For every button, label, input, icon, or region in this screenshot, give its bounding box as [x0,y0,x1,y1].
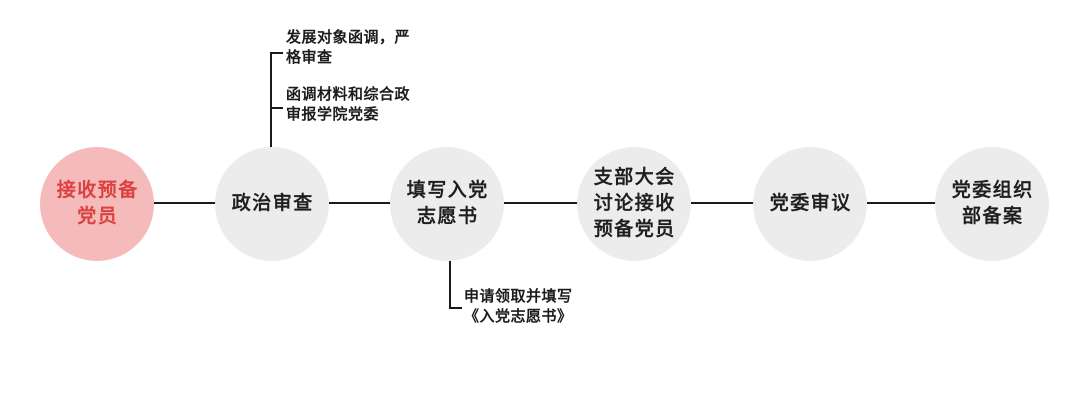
node-org-dept-filing: 党委组织 部备案 [935,147,1049,261]
annotation-bottom-1: 申请领取并填写 《入党志愿书》 [464,287,573,327]
annotation-line: 审报学院党委 [286,107,380,123]
node-label-line: 讨论接收 [593,193,676,214]
node-label-line: 志愿书 [416,206,479,227]
top-annotation-vertical-line [270,52,272,148]
bottom-annotation-vertical-line [449,261,451,309]
connector-node4-node5 [691,202,754,204]
node-receive-probationary-member: 接收预备 党员 [40,147,154,261]
node-branch-meeting-discussion: 支部大会 讨论接收 预备党员 [577,147,691,261]
node-label-line: 党委组织 [951,180,1034,201]
connector-node3-node4 [504,202,578,204]
annotation-top-2: 函调材料和综合政 审报学院党委 [286,85,410,125]
connector-node5-node6 [867,202,936,204]
top-annotation-tick-2 [270,107,283,109]
annotation-line: 申请领取并填写 [464,289,573,305]
connector-node2-node3 [329,202,391,204]
annotation-line: 格审查 [286,50,333,66]
node-label-line: 接收预备 [56,180,139,201]
annotation-line: 发展对象函调，严 [286,30,411,46]
bottom-annotation-tick [449,307,462,309]
annotation-line: 函调材料和综合政 [286,87,411,103]
node-label-line: 填写入党 [406,180,489,201]
node-label-line: 政治审查 [231,193,314,214]
node-label-line: 党委审议 [769,193,852,214]
node-label-line: 支部大会 [593,167,676,188]
annotation-line: 《入党志愿书》 [464,309,573,325]
node-party-committee-review: 党委审议 [753,147,867,261]
node-fill-application-form: 填写入党 志愿书 [390,147,504,261]
node-label-line: 预备党员 [593,219,676,240]
node-political-review: 政治审查 [215,147,329,261]
connector-node1-node2 [154,202,216,204]
node-label-line: 部备案 [961,206,1024,227]
top-annotation-tick-1 [270,52,283,54]
node-label-line: 党员 [77,206,119,227]
annotation-top-1: 发展对象函调，严 格审查 [286,28,410,68]
